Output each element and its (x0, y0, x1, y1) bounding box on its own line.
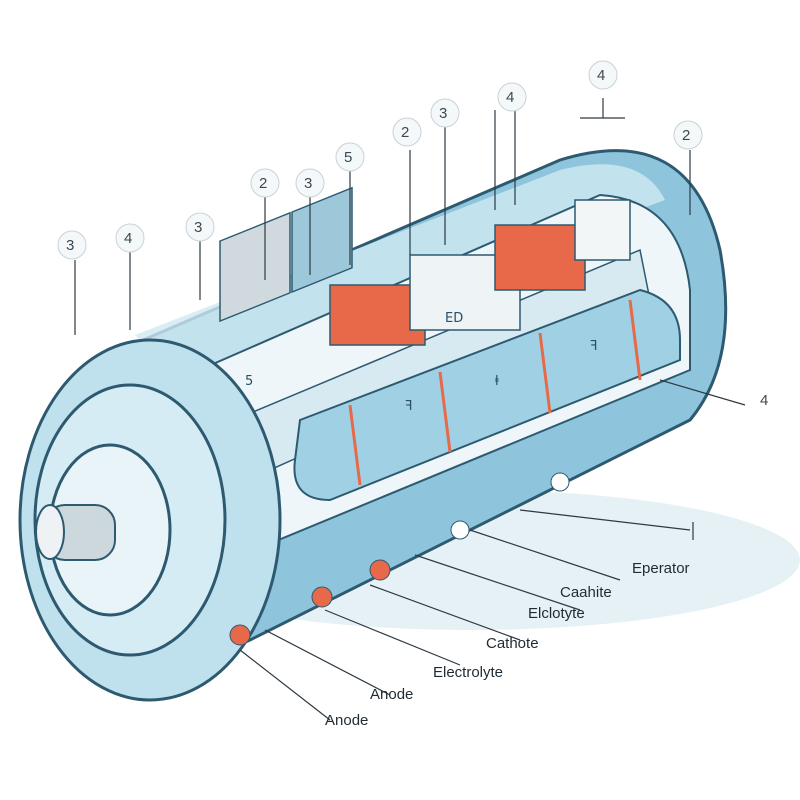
callout-4-d: 4 (760, 392, 768, 409)
callout-bubbles (57, 60, 703, 260)
svg-text:ꟻ: ꟻ (590, 339, 597, 354)
block-white-2 (574, 199, 631, 261)
label-caahite: Caahite (560, 584, 612, 601)
callout-5: 5 (344, 149, 352, 166)
callout-2-b: 2 (401, 124, 409, 141)
svg-text:ⱡ: ⱡ (495, 374, 499, 389)
label-cathote: Cathote (486, 635, 539, 652)
end-cap (18, 338, 282, 702)
label-electrolyte: Electrolyte (433, 664, 503, 681)
terminal-button (35, 504, 116, 561)
label-leaders (239, 509, 694, 721)
upper-block-row (219, 186, 631, 346)
callout-3-a: 3 (66, 237, 74, 254)
block-label-left: 5 (245, 374, 253, 389)
callout-2-a: 2 (259, 175, 267, 192)
callout-leaders (74, 98, 746, 406)
callout-3-d: 3 (439, 105, 447, 122)
shell-highlight (135, 164, 665, 380)
label-anode-lower: Anode (325, 712, 368, 729)
bottom-markers (229, 472, 570, 646)
callout-4-c: 4 (597, 67, 605, 84)
callout-2-c: 2 (682, 127, 690, 144)
block-grey-1 (219, 211, 291, 323)
label-eperator: Eperator (632, 560, 690, 577)
electrode-roll (293, 288, 681, 502)
label-anode-upper: Anode (370, 686, 413, 703)
roll-bands (348, 299, 642, 486)
block-blue-1 (291, 186, 353, 294)
callout-3-b: 3 (194, 219, 202, 236)
label-elclotyte: Elclotyte (528, 605, 585, 622)
svg-text:ꟻ: ꟻ (405, 399, 412, 414)
callout-4-a: 4 (124, 230, 132, 247)
roll-glyphs: ꟻ ⱡ ꟻ (405, 339, 597, 414)
block-red-2 (494, 224, 586, 291)
callout-3-c: 3 (304, 175, 312, 192)
block-label-mid: ED (445, 311, 463, 326)
callout-4-b: 4 (506, 89, 514, 106)
